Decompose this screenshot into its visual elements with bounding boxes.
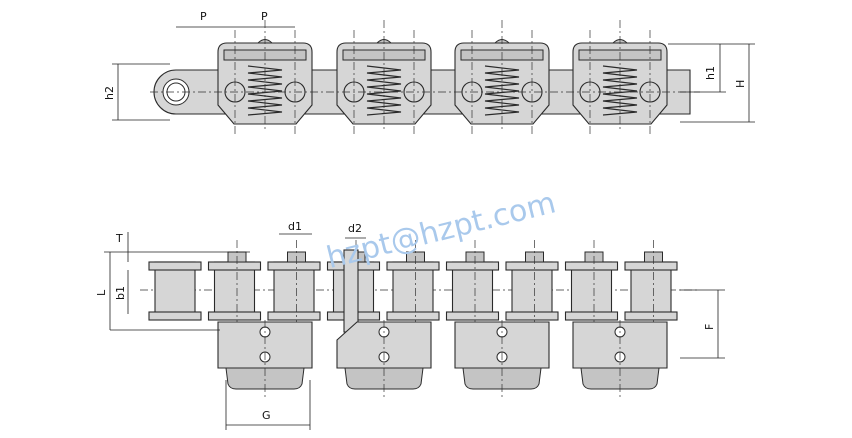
outer-plate-top [386,261,440,271]
attachment-foot [580,367,660,390]
spring [484,65,520,116]
outer-plate-bottom [386,311,440,321]
dim-h2-label: h2 [103,86,116,100]
flex-attachment-4 [572,20,668,135]
dim-b1-label: b1 [114,286,127,300]
outer-plate-bottom [148,311,202,321]
spring [366,65,402,116]
roller [511,261,553,319]
attachment-base [217,321,313,369]
attachment-foot [225,367,305,390]
flex-attachment-1 [217,20,313,135]
spring [602,65,638,116]
outer-plate-top [564,261,619,271]
outer-plate-top [207,261,262,271]
roller [630,261,672,319]
attachment-body [572,42,668,125]
outer-plate-top [148,261,202,271]
dim-T-label: T [115,232,123,245]
roller [570,261,613,319]
outer-plate-top [267,261,321,271]
dim-d2-label: d2 [348,222,362,235]
dim-H-label: H [734,80,747,88]
attachment-plan-3 [454,320,550,400]
attachment-foot [462,367,542,390]
attachment-foot [344,367,424,390]
outer-plate-bottom [445,311,500,321]
spring [247,65,283,116]
roller [273,261,315,319]
attachment-plan-2 [336,320,432,400]
flex-attachment-2 [336,20,432,135]
dim-G-label: G [262,409,271,422]
attachment-body [454,42,550,125]
flex-attachment-3 [454,20,550,135]
outer-plate-bottom [505,311,559,321]
plan-view [140,240,700,400]
outer-plate-top [624,261,678,271]
dim-p1-label: P [200,10,207,23]
side-view [150,20,700,135]
outer-plate-bottom [624,311,678,321]
dim-h1-label: h1 [704,66,717,80]
attachment-base [336,321,432,369]
attachment-base [572,321,668,369]
outer-plate-bottom [207,311,262,321]
outer-plate-top [445,261,500,271]
outer-plate-top [505,261,559,271]
dim-L-label: L [95,289,108,296]
attachment-body [217,42,313,125]
dim-p2-label: P [261,10,268,23]
attachment-plan-1 [217,320,313,400]
attachment-base [454,321,550,369]
attachment-body [336,42,432,125]
outer-plate-bottom [564,311,619,321]
roller [154,261,196,319]
dimensions: P P h2 h1 H L T b1 d1 d2 F G [95,10,755,430]
roller [213,261,256,319]
dim-d1-label: d1 [288,220,302,233]
dim-F-label: F [703,324,716,330]
attachment-plan-4 [572,320,668,400]
outer-plate-bottom [267,311,321,321]
roller [451,261,494,319]
